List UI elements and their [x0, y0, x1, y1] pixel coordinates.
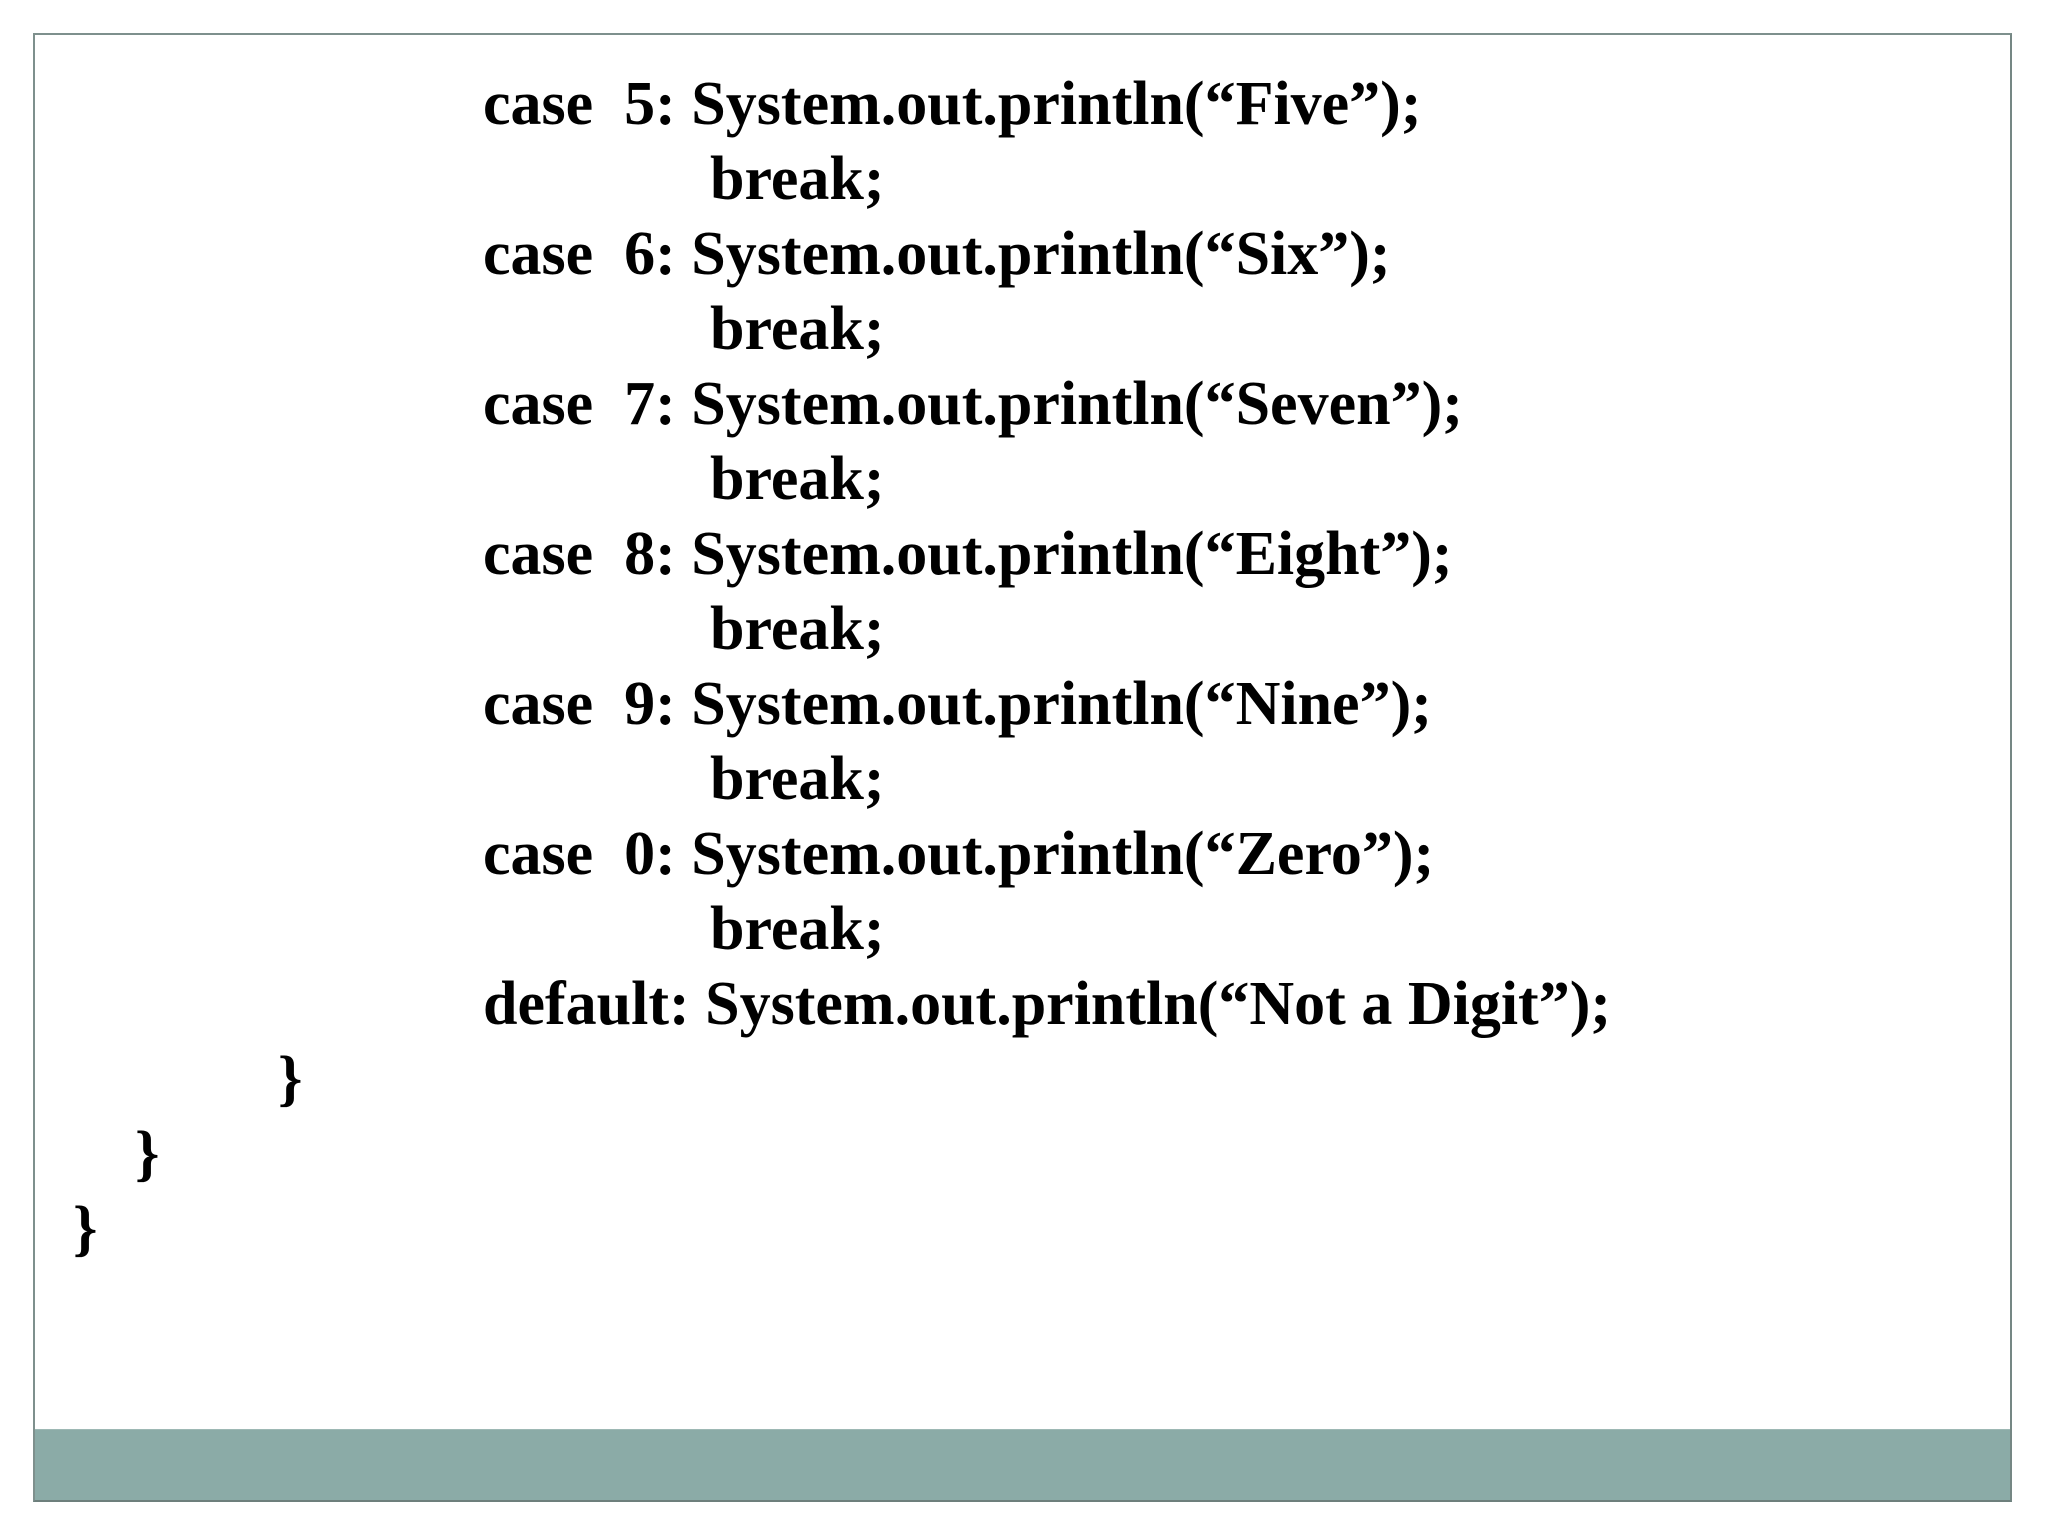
code-line: case 8: System.out.println(“Eight”); — [483, 520, 1453, 588]
code-line: } — [73, 1195, 98, 1263]
code-line: case 0: System.out.println(“Zero”); — [483, 820, 1435, 888]
code-line: case 6: System.out.println(“Six”); — [483, 220, 1391, 288]
code-line: } — [278, 1045, 303, 1113]
code-line: break; — [710, 895, 885, 963]
code-line: default: System.out.println(“Not a Digit… — [483, 970, 1611, 1038]
footer-bar — [35, 1429, 2010, 1500]
code-line: break; — [710, 745, 885, 813]
code-line: case 5: System.out.println(“Five”); — [483, 70, 1422, 138]
code-line: break; — [710, 445, 885, 513]
code-line: break; — [710, 595, 885, 663]
code-block: case 5: System.out.println(“Five”); break… — [35, 67, 2010, 1267]
code-line: case 9: System.out.println(“Nine”); — [483, 670, 1432, 738]
code-line: } — [135, 1120, 160, 1188]
code-line: break; — [710, 295, 885, 363]
slide-frame: case 5: System.out.println(“Five”); break… — [33, 33, 2012, 1502]
code-line: break; — [710, 145, 885, 213]
code-line: case 7: System.out.println(“Seven”); — [483, 370, 1463, 438]
